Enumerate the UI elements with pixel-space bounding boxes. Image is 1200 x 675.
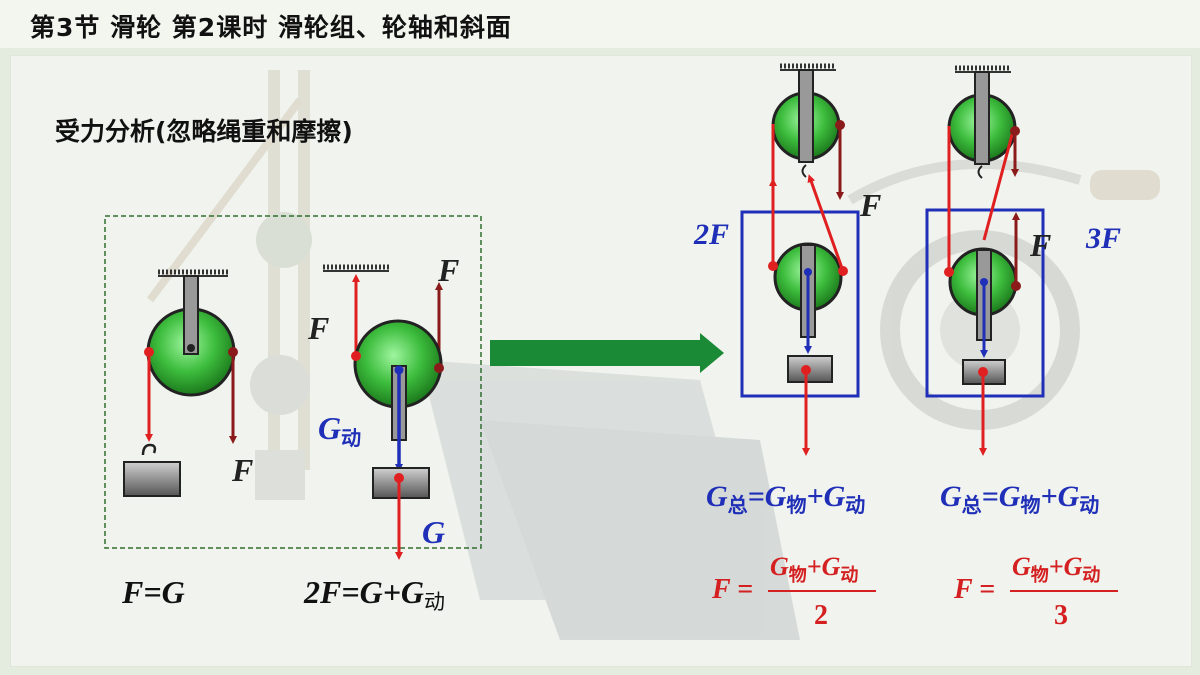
- weight-block-left: [123, 461, 181, 497]
- heading: 受力分析(忽略绳重和摩擦): [55, 117, 353, 146]
- fraction-bar-3: [1010, 590, 1118, 592]
- label-2f: 2F: [694, 218, 730, 251]
- label-f-block3: F: [1030, 227, 1052, 263]
- background-illustration: [146, 70, 1160, 640]
- blue-box-2: [740, 210, 860, 398]
- equation-total-2: G总=G物+G动: [706, 480, 866, 517]
- fraction-equation-2: F = G物+G动 2: [710, 548, 890, 638]
- movable-pulley-diagram: [323, 264, 444, 560]
- weight-block-middle: [372, 467, 430, 499]
- label-f-movable-left: F: [308, 310, 330, 346]
- fraction-numerator-3: G物+G动: [1012, 552, 1101, 586]
- pulley-block-two-ropes: [740, 63, 860, 456]
- fraction-bar-2: [768, 590, 876, 592]
- equation-fixed: F=G: [122, 574, 185, 610]
- label-f-block2: F: [860, 187, 882, 223]
- dashed-box: [104, 215, 482, 549]
- transition-arrow: [490, 333, 724, 373]
- fraction-lhs-2: F =: [712, 574, 754, 605]
- fraction-lhs-3: F =: [954, 574, 996, 605]
- label-g-dong: G动: [318, 410, 362, 450]
- label-f-fixed: F: [232, 452, 254, 488]
- fixed-pulley-axle: [183, 275, 199, 355]
- pulley-block-three-ropes: [925, 65, 1045, 456]
- equation-total-3: G总=G物+G动: [940, 480, 1100, 517]
- fixed-pulley-diagram: [123, 269, 238, 497]
- title-bar: 第3节 滑轮 第2课时 滑轮组、轮轴和斜面: [0, 0, 1200, 48]
- blue-box-3: [925, 208, 1045, 398]
- label-g: G: [422, 514, 446, 550]
- equation-movable: 2F=G+G动: [304, 574, 446, 614]
- fraction-numerator-2: G物+G动: [770, 552, 859, 586]
- fraction-denominator-2: 2: [814, 600, 828, 631]
- label-f-movable-right: F: [438, 252, 460, 288]
- fraction-equation-3: F = G物+G动 3: [952, 548, 1132, 638]
- label-3f: 3F: [1086, 222, 1122, 255]
- fraction-denominator-3: 3: [1054, 600, 1068, 631]
- page-title: 第3节 滑轮 第2课时 滑轮组、轮轴和斜面: [30, 13, 512, 42]
